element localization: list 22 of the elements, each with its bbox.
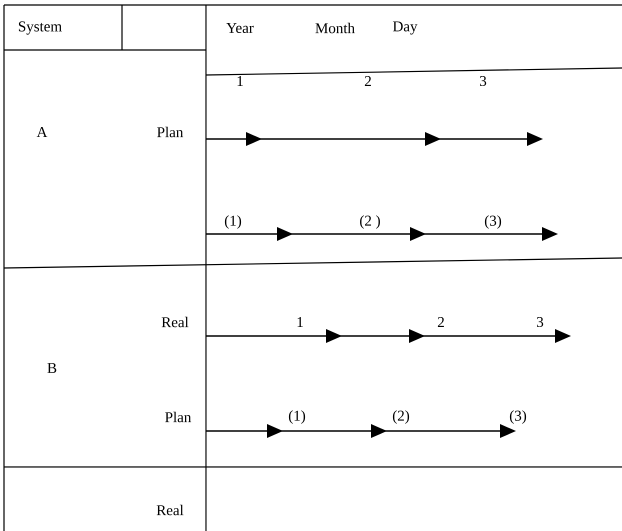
label: Real xyxy=(156,504,184,516)
label: Plan xyxy=(165,412,192,422)
label: 1 xyxy=(238,76,243,86)
label: 2 xyxy=(364,76,371,86)
label: 3 xyxy=(536,316,544,328)
label: Month xyxy=(315,22,355,34)
label: 3 xyxy=(480,76,486,86)
label: Real xyxy=(162,316,188,328)
label: Year xyxy=(226,23,254,33)
label: (2 ) xyxy=(360,215,380,229)
label: Day xyxy=(392,21,418,35)
label: (3) xyxy=(510,410,526,424)
label: System xyxy=(18,21,62,35)
label: (1) xyxy=(224,215,242,229)
label: A xyxy=(36,127,48,137)
label: 1 xyxy=(298,317,303,327)
label: (3) xyxy=(484,215,502,229)
label: (1) xyxy=(288,410,306,424)
label: 2 xyxy=(438,317,444,327)
label: B xyxy=(47,363,56,373)
label: (2) xyxy=(392,410,410,424)
label: Plan xyxy=(157,126,184,138)
